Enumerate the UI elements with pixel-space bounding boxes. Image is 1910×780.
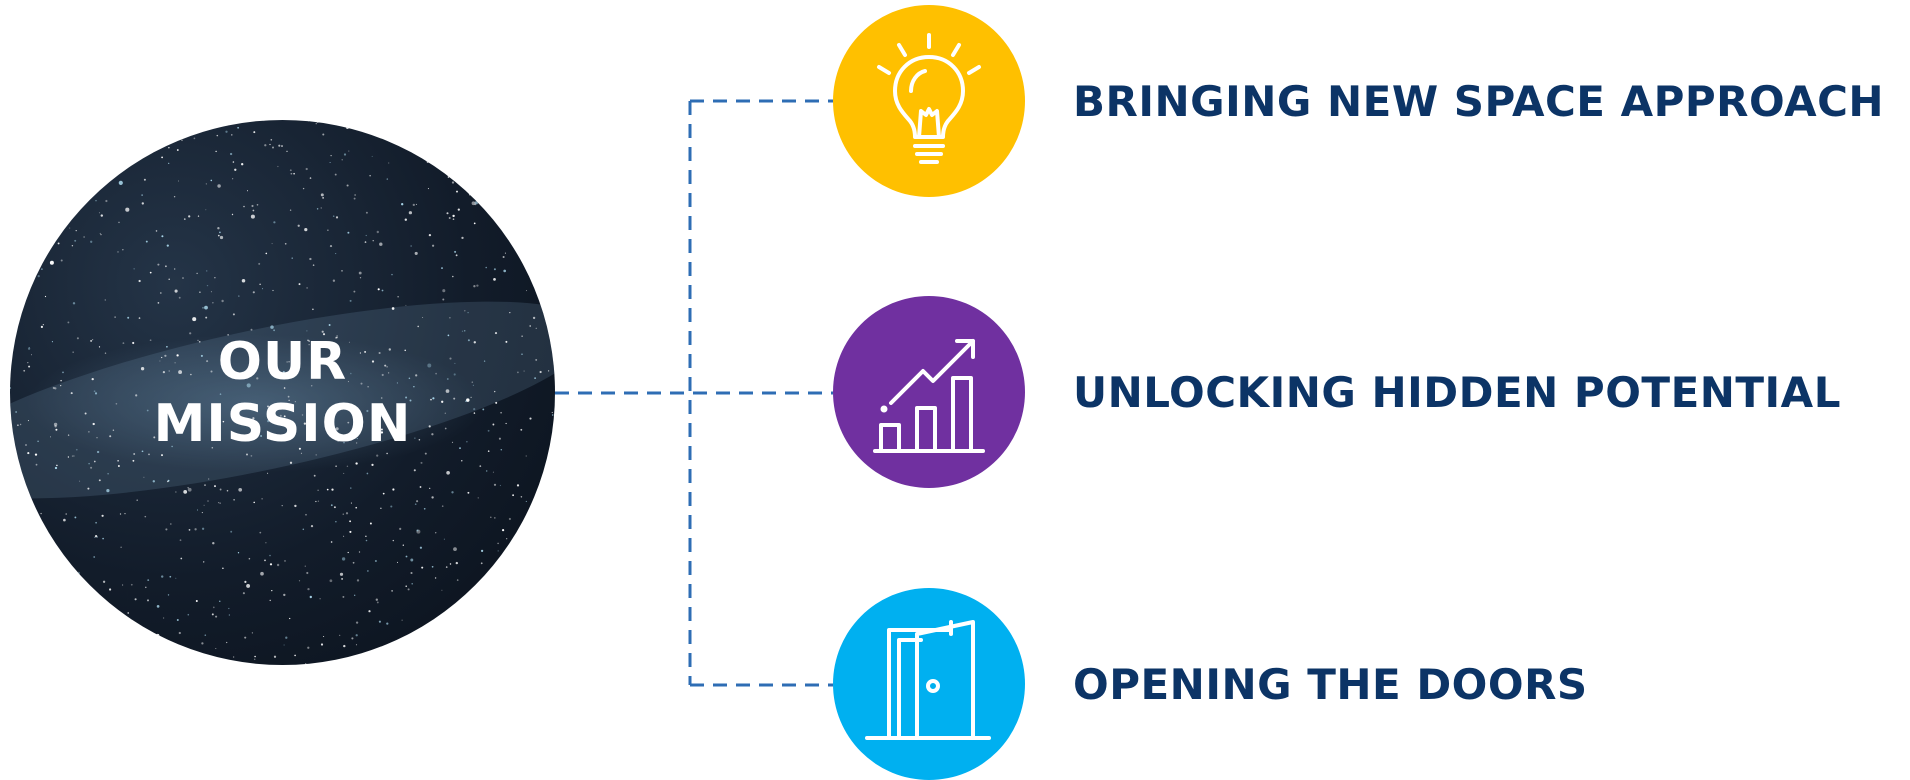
starfield-image bbox=[10, 120, 555, 665]
mission-circle: OUR MISSION bbox=[10, 120, 555, 665]
item-1-icon-circle bbox=[833, 5, 1025, 197]
lightbulb-icon bbox=[833, 5, 1025, 197]
mission-title-line2: MISSION bbox=[153, 393, 412, 454]
item-1-label: BRINGING NEW SPACE APPROACH bbox=[1073, 77, 1885, 126]
open-door-icon bbox=[833, 588, 1025, 780]
item-2-label: UNLOCKING HIDDEN POTENTIAL bbox=[1073, 368, 1841, 417]
item-2-icon-circle bbox=[833, 296, 1025, 488]
mission-title: OUR MISSION bbox=[10, 120, 555, 665]
growth-chart-icon bbox=[833, 296, 1025, 488]
mission-title-line1: OUR bbox=[217, 331, 348, 392]
item-3-label: OPENING THE DOORS bbox=[1073, 660, 1588, 709]
item-3-icon-circle bbox=[833, 588, 1025, 780]
